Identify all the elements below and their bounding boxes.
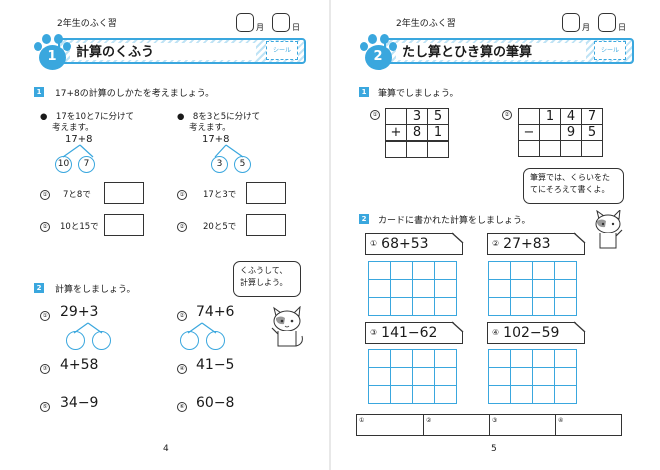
day-box[interactable] (598, 13, 616, 32)
answer-slot[interactable]: ① (357, 415, 424, 435)
problem-expression: 29+3 (60, 304, 99, 320)
question-number-2: 2 (359, 214, 369, 224)
step-text: 17と3で (203, 190, 237, 200)
month-label: 月 (256, 23, 264, 32)
split-lines-a (62, 144, 94, 158)
unit-title: 計算のくふう (76, 45, 155, 60)
answer-slot[interactable]: ④ (558, 417, 564, 424)
step-text: 7と8で (63, 190, 91, 200)
problem-number: ⑤ (40, 402, 50, 412)
subject-label: 2年生のふく習 (57, 19, 117, 29)
answer-box[interactable] (246, 214, 286, 236)
answer-grid[interactable] (368, 261, 457, 316)
question-number-1: 1 (359, 87, 369, 97)
unit-number: 1 (47, 49, 57, 64)
problem-expression: 60−8 (196, 395, 235, 411)
card-expression: 102−59 (503, 325, 560, 341)
split-circle[interactable] (180, 331, 199, 350)
sticker-slot: シール (594, 41, 626, 60)
problem-number: ② (177, 311, 187, 321)
day-label: 日 (618, 23, 626, 32)
page-number: 5 (491, 444, 497, 454)
split-circle-a1: 10 (55, 156, 72, 173)
method-a-problem: 17+8 (65, 134, 93, 145)
problem-number: ⑥ (177, 402, 187, 412)
paw-icon: 1 (32, 34, 72, 72)
split-lines-b (214, 144, 244, 158)
card-expression: 141−62 (381, 325, 438, 341)
cat-mascot-icon (271, 306, 303, 347)
paw-icon: 2 (358, 34, 398, 72)
unit-number: 2 (373, 49, 383, 64)
step-text: 20と5で (203, 222, 237, 232)
problem-expression: 4+58 (60, 357, 99, 373)
answer-box[interactable] (246, 182, 286, 204)
step-number: ① (40, 190, 50, 200)
step-text: 10と15で (60, 222, 99, 232)
card-expression: 68+53 (381, 236, 429, 252)
split-circle-b2: 5 (234, 156, 251, 173)
sticker-slot: シール (266, 41, 298, 60)
card-expression: 27+83 (503, 236, 551, 252)
step-number: ② (177, 222, 187, 232)
unit-banner: たし算とひき算の筆算 シール (384, 38, 634, 64)
split-circle[interactable] (66, 331, 85, 350)
problem-expression: 41−5 (196, 357, 235, 373)
day-label: 日 (292, 23, 300, 32)
problem-number: ③ (40, 364, 50, 374)
step-number: ② (40, 222, 50, 232)
method-b-line1: ● 8を3と5に分けて (177, 112, 261, 122)
question-2-instruction: カードに書かれた計算をしましょう。 (378, 216, 531, 226)
hint-bubble: くふうして、 計算しよう。 (233, 261, 301, 297)
page-number: 4 (163, 444, 169, 454)
hint-bubble: 筆算では、くらいをた てにそろえて書くよ。 (523, 168, 624, 204)
answer-grid[interactable] (368, 349, 457, 404)
answer-slot[interactable]: ③ (490, 415, 556, 435)
split-circle-b1: 3 (211, 156, 228, 173)
answer-box[interactable] (104, 214, 144, 236)
method-b-problem: 17+8 (202, 134, 230, 145)
answer-grid[interactable] (488, 349, 577, 404)
split-circle[interactable] (206, 331, 225, 350)
month-box[interactable] (562, 13, 580, 32)
subject-label: 2年生のふく習 (396, 19, 456, 29)
cat-mascot-icon (595, 210, 623, 249)
method-a-line2: 考えます。 (52, 123, 94, 133)
problem-expression: 74+6 (196, 304, 235, 320)
question-number-1: 1 (34, 87, 44, 97)
page-gutter (329, 0, 331, 470)
step-number: ① (177, 190, 187, 200)
question-2-instruction: 計算をしましょう。 (55, 285, 136, 295)
unit-title: たし算とひき算の筆算 (402, 45, 533, 60)
answer-grid[interactable] (488, 261, 577, 316)
answer-strip: ① ② ③ ④ (356, 414, 622, 436)
day-box[interactable] (272, 13, 290, 32)
question-number-2: 2 (34, 283, 44, 293)
answer-slot[interactable]: ② (424, 415, 490, 435)
month-box[interactable] (236, 13, 254, 32)
method-b-line2: 考えます。 (189, 123, 231, 133)
problem-number: ② (502, 110, 512, 120)
method-a-line1: ● 17を10と7に分けて (40, 112, 134, 122)
problem-expression: 34−9 (60, 395, 99, 411)
problem-number: ④ (177, 364, 187, 374)
unit-banner: 計算のくふう シール (58, 38, 306, 64)
problem-number: ① (370, 110, 380, 120)
problem-number: ① (40, 311, 50, 321)
split-circle[interactable] (92, 331, 111, 350)
question-1-instruction: 17+8の計算のしかたを考えましょう。 (55, 89, 215, 99)
question-1-instruction: 筆算でしましょう。 (378, 89, 459, 99)
month-label: 月 (582, 23, 590, 32)
answer-box[interactable] (104, 182, 144, 204)
split-circle-a2: 7 (78, 156, 95, 173)
